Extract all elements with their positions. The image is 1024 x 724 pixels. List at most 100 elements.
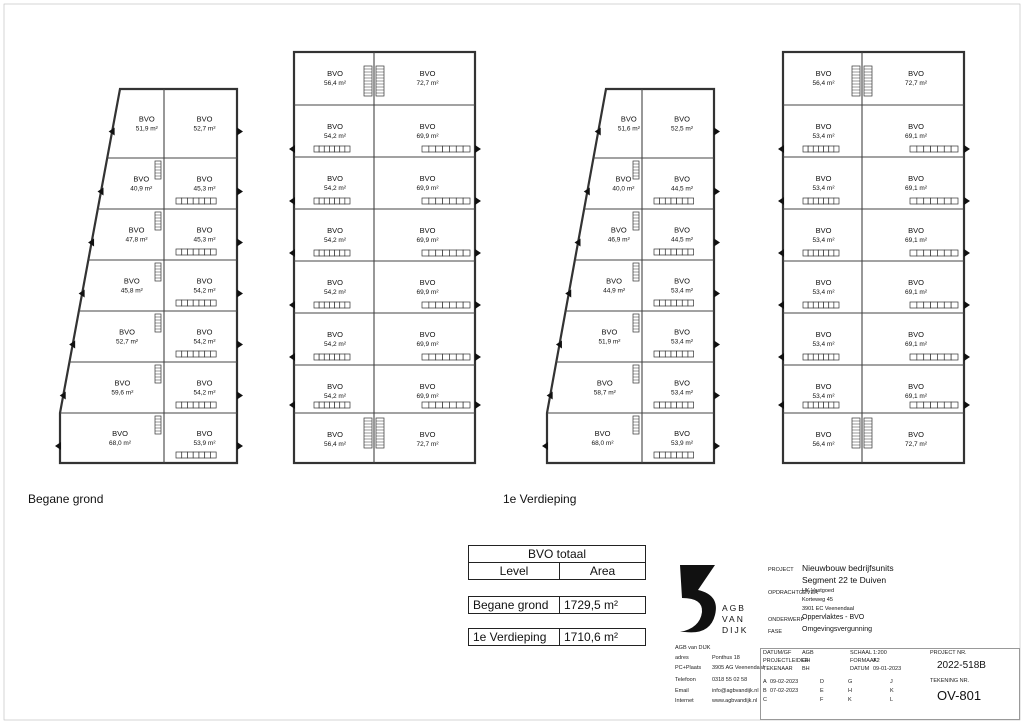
project-line1: Nieuwbouw bedrijfsunits bbox=[802, 563, 894, 573]
totals-row-begane: Begane grond 1729,5 m² bbox=[468, 596, 646, 614]
office-postal-label: PC+Plaats bbox=[675, 665, 702, 671]
dock-door-segment bbox=[681, 299, 689, 307]
dock-door-segment bbox=[204, 299, 211, 307]
dock-door-segment bbox=[313, 401, 320, 409]
dock-door-segment bbox=[198, 451, 206, 459]
dock-door-segment bbox=[687, 197, 694, 205]
dock-door-segment bbox=[323, 249, 330, 257]
dock-door-segment bbox=[187, 197, 194, 205]
rev-d-letter: D bbox=[820, 679, 824, 685]
unit-right-area: 69,1 m² bbox=[905, 133, 928, 140]
dock-door-segment bbox=[828, 197, 835, 205]
datum2-value: 09-01-2023 bbox=[873, 666, 902, 672]
title-block-grid bbox=[760, 648, 1020, 720]
unit-left-label: BVO bbox=[327, 278, 343, 287]
dock-door-segment bbox=[334, 145, 341, 153]
unit-left-area: 54,2 m² bbox=[324, 341, 347, 348]
dock-door-segment bbox=[818, 249, 824, 257]
dock-door-segment bbox=[937, 353, 945, 361]
rev-c-letter: C bbox=[763, 697, 767, 703]
unit-left-area: 53,4 m² bbox=[812, 393, 835, 400]
dock-door-segment bbox=[204, 401, 211, 409]
unit-left-area: 44,9 m² bbox=[603, 288, 626, 295]
unit-left-area: 53,4 m² bbox=[812, 185, 835, 192]
dock-door-segment bbox=[181, 248, 188, 256]
unit-right-area: 53,9 m² bbox=[671, 440, 694, 447]
dock-door-segment bbox=[435, 145, 443, 153]
office-address: Ponthus 18 bbox=[712, 655, 740, 661]
entrance-arrow-icon bbox=[714, 127, 720, 136]
entrance-arrow-icon bbox=[714, 187, 720, 196]
dock-door-segment bbox=[828, 353, 835, 361]
rev-a-date: 09-02-2023 bbox=[770, 679, 799, 685]
dock-door-segment bbox=[802, 301, 809, 309]
unit-right-area: 52,5 m² bbox=[671, 126, 694, 133]
dock-door-segment bbox=[930, 353, 938, 361]
dock-door-segment bbox=[204, 248, 211, 256]
entrance-arrow-icon bbox=[778, 301, 784, 309]
entrance-arrow-icon bbox=[964, 301, 970, 309]
dock-door-segment bbox=[802, 249, 809, 257]
dock-door-segment bbox=[455, 145, 464, 153]
unit-left-area: 51,9 m² bbox=[136, 126, 159, 133]
dock-door-segment bbox=[344, 301, 351, 309]
phase-label: FASE bbox=[768, 629, 783, 635]
unit-left-area: 54,2 m² bbox=[324, 133, 347, 140]
dock-door-segment bbox=[428, 145, 437, 153]
dock-door-segment bbox=[449, 197, 457, 205]
subject: Oppervlaktes - BVO bbox=[802, 614, 865, 621]
unit-left-area: 53,4 m² bbox=[812, 237, 835, 244]
unit-left-label: BVO bbox=[133, 175, 149, 184]
dock-door-segment bbox=[313, 249, 320, 257]
dock-door-segment bbox=[687, 451, 694, 459]
unit-left-label: BVO bbox=[816, 226, 832, 235]
unit-left-area: 59,6 m² bbox=[111, 390, 134, 397]
outer-wall bbox=[58, 87, 239, 465]
datum-value: AGB bbox=[802, 650, 814, 656]
dock-door-segment bbox=[318, 145, 325, 153]
unit-left-label: BVO bbox=[602, 328, 618, 337]
dock-door-segment bbox=[916, 197, 925, 205]
unit-right-label: BVO bbox=[420, 382, 436, 391]
dock-door-segment bbox=[442, 301, 450, 309]
dock-door-segment bbox=[344, 145, 351, 153]
dock-door-segment bbox=[923, 249, 931, 257]
unit-right-label: BVO bbox=[908, 69, 924, 78]
dock-door-segment bbox=[950, 249, 959, 257]
unit-right-label: BVO bbox=[908, 226, 924, 235]
dock-door-segment bbox=[455, 353, 464, 361]
dock-door-segment bbox=[175, 299, 183, 307]
dock-door-segment bbox=[421, 301, 430, 309]
rev-e-letter: E bbox=[820, 688, 824, 694]
dock-door-segment bbox=[421, 249, 430, 257]
dock-door-segment bbox=[833, 249, 840, 257]
unit-right-label: BVO bbox=[420, 330, 436, 339]
entrance-arrow-icon bbox=[714, 238, 720, 247]
entrance-arrow-icon bbox=[78, 289, 85, 298]
dock-door-segment bbox=[181, 197, 188, 205]
unit-left-area: 56,4 m² bbox=[324, 441, 347, 448]
tekenaar-value: BH bbox=[802, 666, 810, 672]
entrance-arrow-icon bbox=[59, 391, 66, 400]
dock-door-segment bbox=[210, 197, 217, 205]
dock-door-segment bbox=[323, 197, 330, 205]
entrance-arrow-icon bbox=[778, 197, 784, 205]
dock-door-segment bbox=[937, 249, 945, 257]
unit-right-label: BVO bbox=[420, 174, 436, 183]
entrance-arrow-icon bbox=[289, 353, 295, 361]
unit-right-area: 45,3 m² bbox=[193, 237, 216, 244]
unit-right-area: 72,7 m² bbox=[905, 80, 928, 87]
dock-door-segment bbox=[421, 353, 430, 361]
entrance-arrow-icon bbox=[565, 289, 572, 298]
unit-left-label: BVO bbox=[327, 122, 343, 131]
entrance-arrow-icon bbox=[583, 187, 590, 196]
dock-door-segment bbox=[687, 248, 694, 256]
projectnr-label: PROJECT NR. bbox=[930, 650, 967, 656]
dock-door-segment bbox=[916, 401, 925, 409]
dock-door-segment bbox=[916, 301, 925, 309]
dock-door-segment bbox=[198, 197, 206, 205]
entrance-arrow-icon bbox=[88, 238, 95, 247]
formaat-value: A2 bbox=[873, 658, 880, 664]
dock-door-segment bbox=[828, 249, 835, 257]
